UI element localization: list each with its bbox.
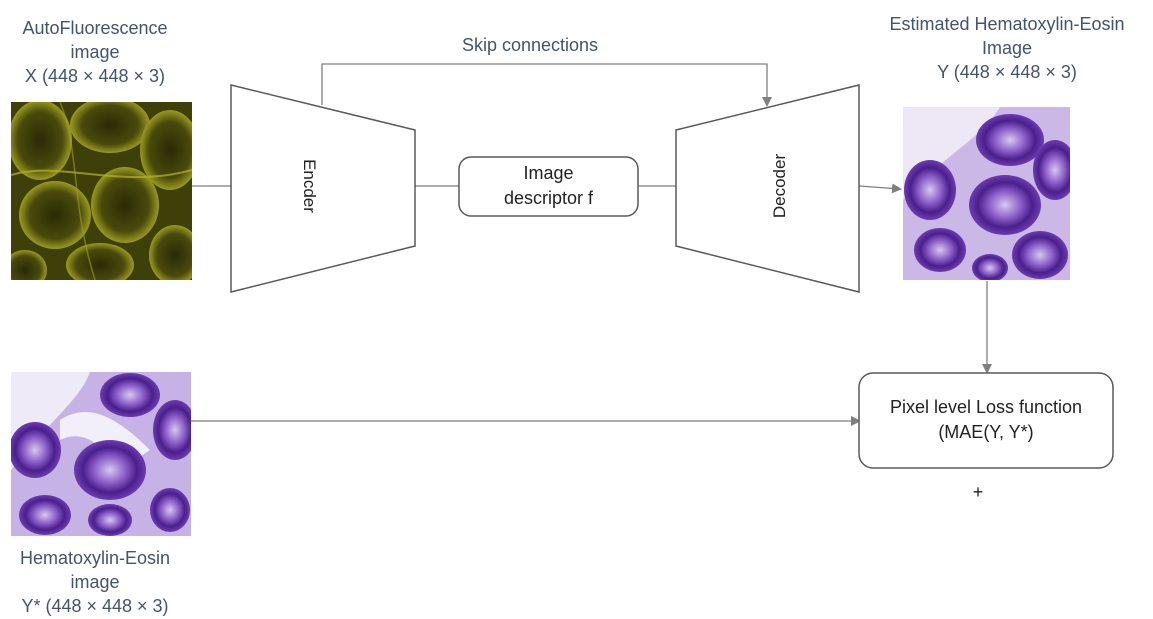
plus-sign: +	[972, 482, 984, 502]
target-he-image	[11, 372, 191, 536]
input-image-label-line2: image	[70, 42, 120, 62]
estimated-he-image	[903, 107, 1070, 280]
output-image-label-line1: Estimated Hematoxylin-Eosin	[889, 14, 1125, 34]
input-image-label: AutoFluorescence image X (448 × 448 × 3)	[0, 16, 190, 88]
output-image-label-line3: Y (448 × 448 × 3)	[937, 62, 1077, 82]
descriptor-box	[458, 156, 639, 217]
input-image-label-line1: AutoFluorescence	[22, 18, 168, 38]
descriptor-label-line2: descriptor f	[503, 188, 594, 208]
encoder-label: Encder	[299, 159, 319, 213]
decoder-label: Decoder	[770, 153, 790, 219]
decoder-to-output-arrow	[858, 183, 902, 194]
loss-label-line2: (MAE(Y, Y*)	[938, 422, 1034, 442]
target-image-label-line2: image	[70, 572, 120, 592]
descriptor-label: Image descriptor f	[459, 161, 638, 211]
target-image-label: Hematoxylin-Eosin image Y* (448 × 448 × …	[0, 546, 190, 618]
skip-connections-arrow	[321, 63, 772, 107]
target-image-label-line1: Hematoxylin-Eosin	[19, 548, 171, 568]
autofluorescence-image	[11, 102, 192, 280]
encoder-block	[230, 84, 416, 293]
loss-label-line1: Pixel level Loss function	[889, 397, 1083, 417]
input-image-label-line3: X (448 × 448 × 3)	[24, 66, 166, 86]
loss-label: Pixel level Loss function (MAE(Y, Y*)	[859, 395, 1113, 445]
target-image-label-line3: Y* (448 × 448 × 3)	[21, 596, 169, 616]
output-image-label: Estimated Hematoxylin-Eosin Image Y (448…	[862, 12, 1152, 84]
descriptor-label-line1: Image	[523, 163, 574, 183]
output-image-label-line2: Image	[981, 38, 1033, 58]
skip-connections-label: Skip connections	[461, 35, 599, 55]
decoder-block	[675, 84, 860, 293]
loss-box	[858, 372, 1114, 469]
